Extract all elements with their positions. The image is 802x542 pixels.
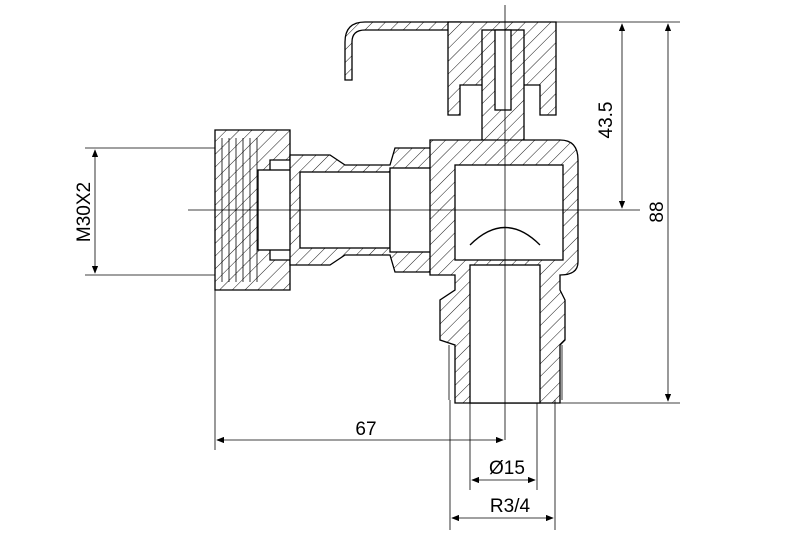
ball (454, 164, 564, 261)
label-67: 67 (355, 419, 376, 440)
label-43-5: 43.5 (596, 102, 617, 139)
label-88: 88 (647, 201, 668, 222)
label-r3-4: R3/4 (490, 496, 531, 517)
label-diameter-15: Ø15 (489, 458, 525, 479)
lever-handle (344, 21, 461, 81)
outlet-threads (448, 345, 563, 400)
label-m30x2: M30X2 (74, 182, 95, 242)
